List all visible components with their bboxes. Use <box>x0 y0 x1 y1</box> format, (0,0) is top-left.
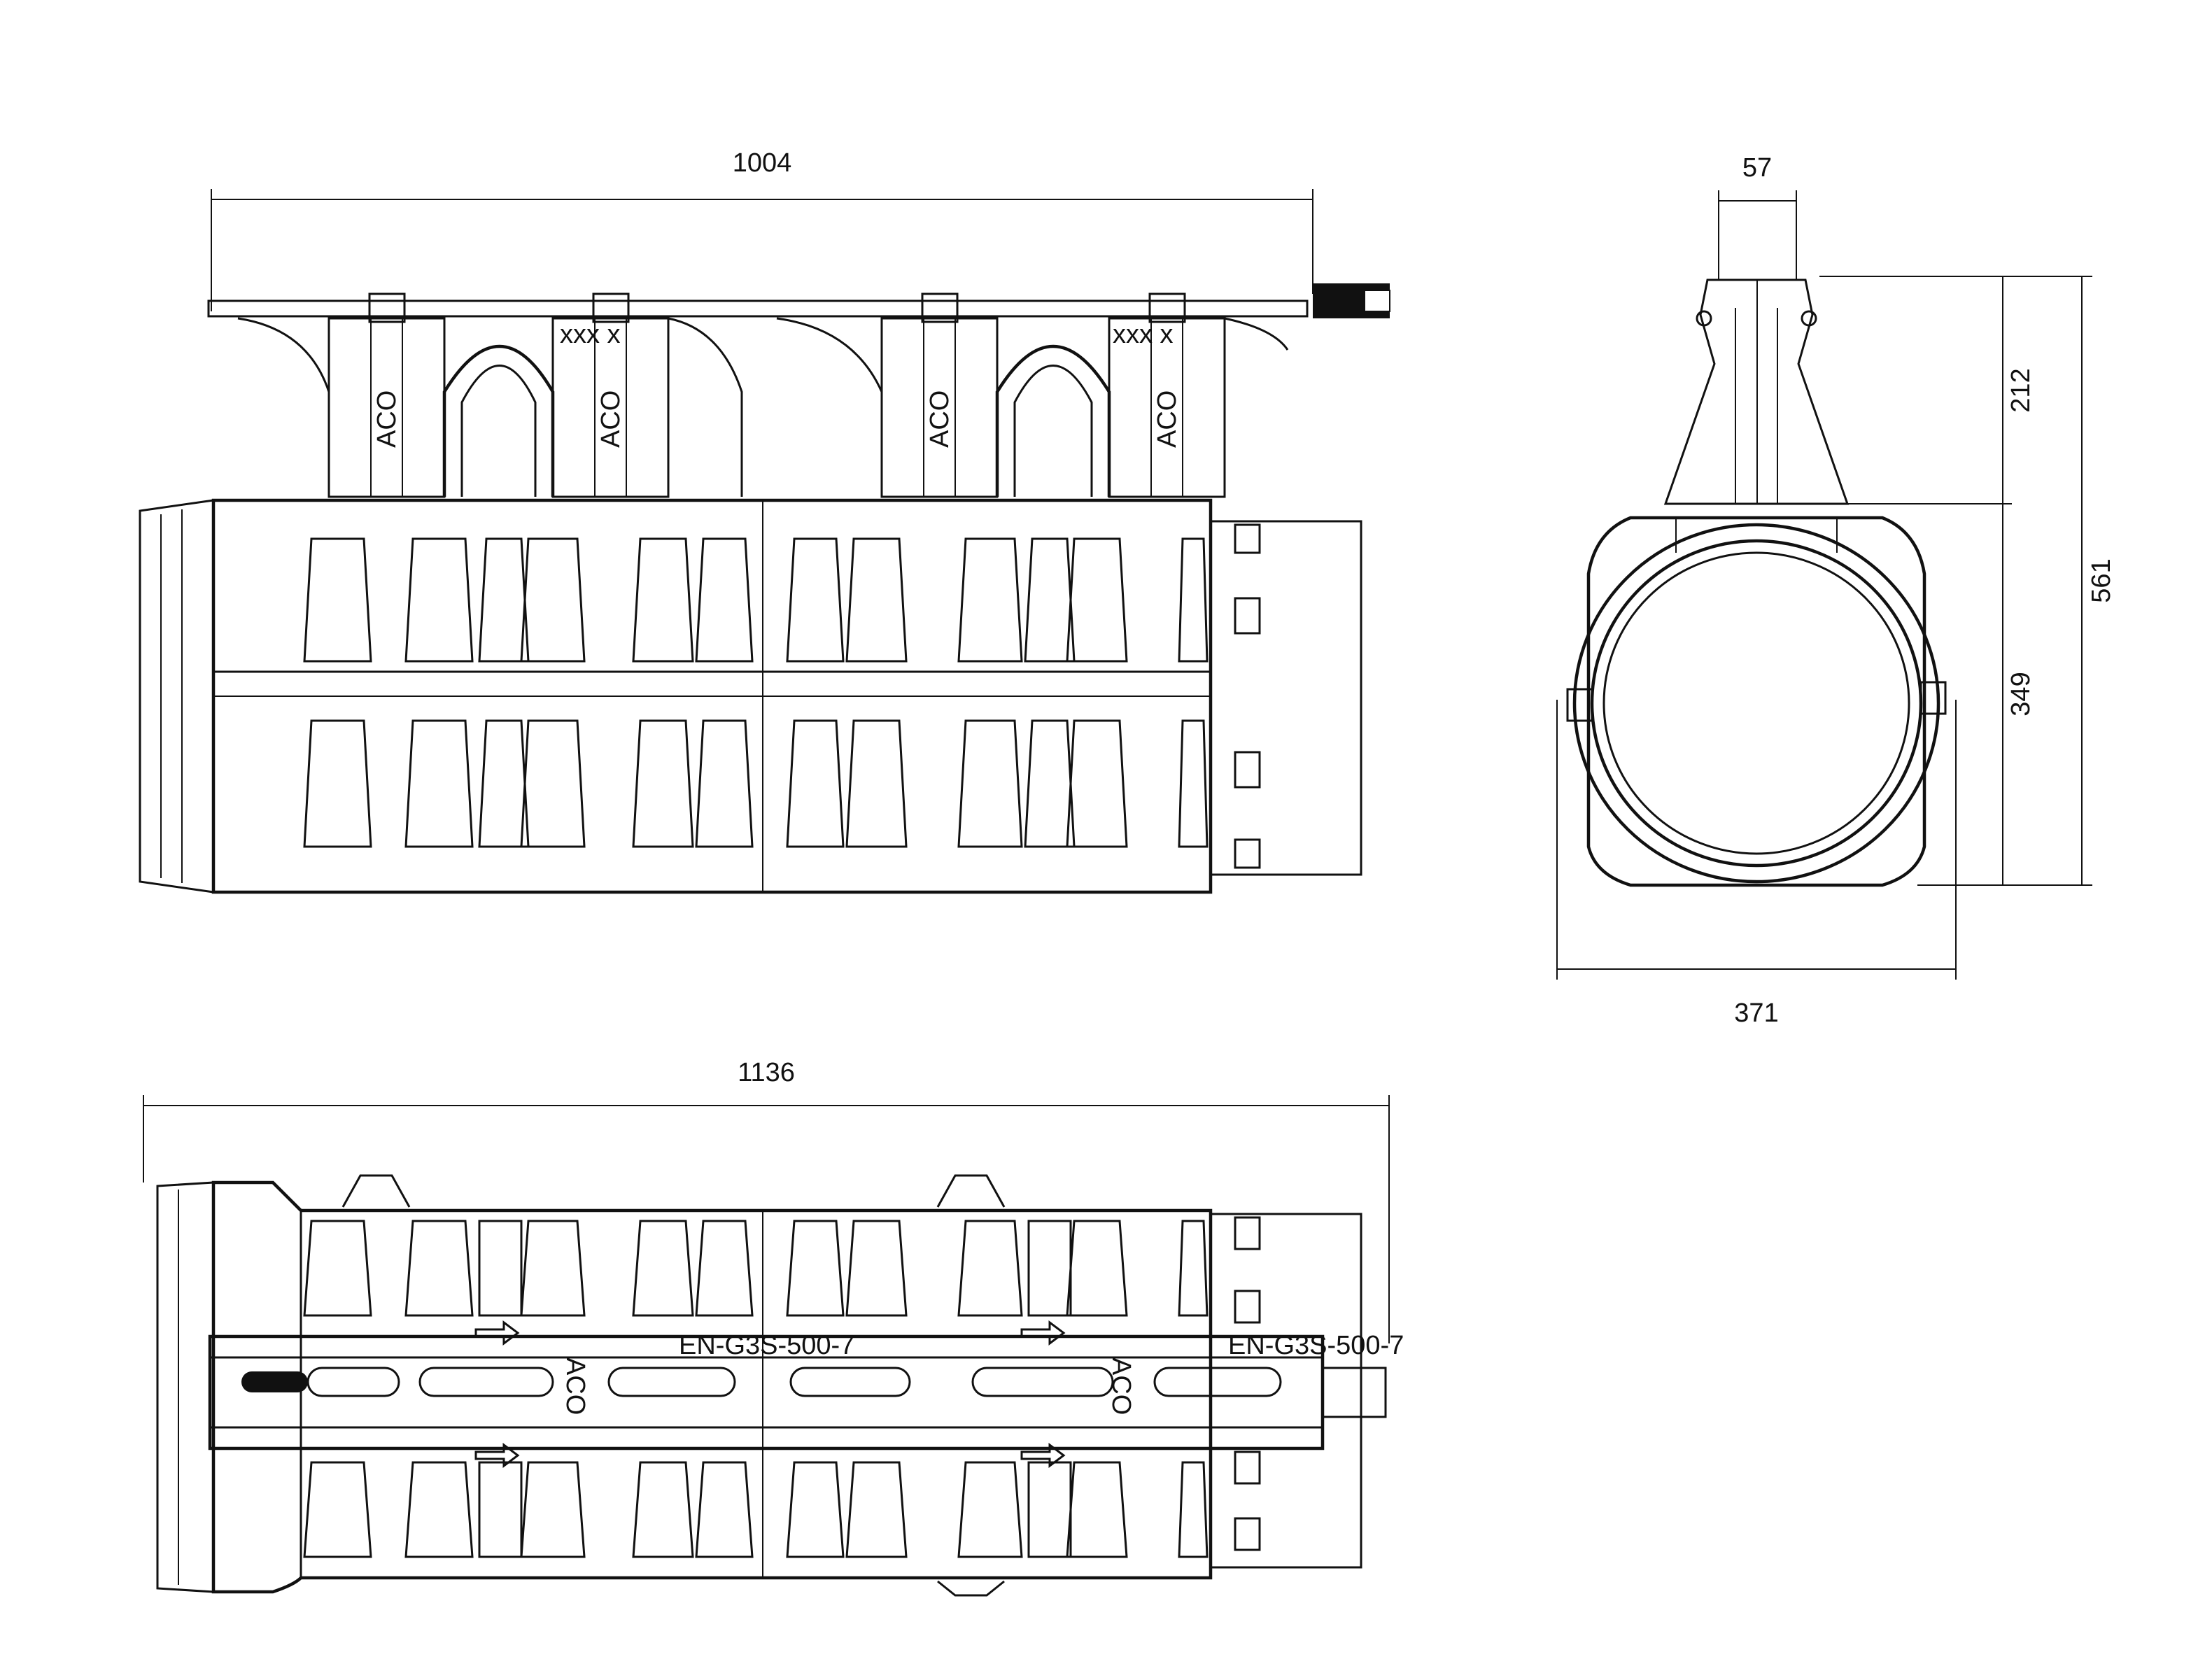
brand-mark: ACO <box>561 1357 590 1415</box>
dim-label-57: 57 <box>1742 153 1772 183</box>
dimension-1136: 1136 <box>143 1058 1390 1343</box>
dimension-57: 57 <box>1718 153 1797 280</box>
side-section <box>1566 278 1947 887</box>
standard-mark: EN-G3S-500-7 <box>679 1331 854 1360</box>
side-view: 57 212 561 349 371 <box>1556 153 2116 1028</box>
lower-pockets <box>303 719 1209 848</box>
dimension-561: 561 <box>1917 276 2116 886</box>
plan-upper-pockets <box>303 1220 1209 1317</box>
dim-label-1136: 1136 <box>738 1058 795 1087</box>
brand-mark: ACO <box>596 390 626 448</box>
code-mark: xxx x <box>560 320 621 349</box>
dim-label-212: 212 <box>2006 368 2036 412</box>
brand-mark: ACO <box>1153 390 1182 448</box>
rail-slot <box>241 1371 308 1392</box>
front-channel-body <box>139 498 1362 894</box>
dimension-212: 212 <box>1819 276 2036 504</box>
front-view: 1004 <box>139 148 1390 894</box>
upper-pockets <box>303 537 1209 663</box>
dim-label-371: 371 <box>1734 998 1778 1028</box>
code-mark: xxx x <box>1113 320 1174 349</box>
front-supports: ACO ACO ACO ACO xxx x xxx x <box>237 292 1289 498</box>
dimension-349: 349 <box>2002 504 2036 885</box>
brand-mark: ACO <box>372 390 402 448</box>
brand-mark: ACO <box>1106 1357 1136 1415</box>
plan-body: EN-G3S-500-7 EN-G3S-500-7 ACO ACO <box>156 1174 1404 1597</box>
brand-mark: ACO <box>925 390 954 448</box>
dim-label-349: 349 <box>2006 672 2036 716</box>
dim-label-1004: 1004 <box>733 148 792 178</box>
dimension-1004: 1004 <box>211 148 1313 311</box>
dim-label-561: 561 <box>2087 558 2116 602</box>
dimension-371: 371 <box>1556 700 1957 1028</box>
plan-view: 1136 EN-G3S-500-7 EN-G3S-500-7 ACO ACO <box>143 1058 1404 1597</box>
plan-lower-pockets <box>303 1461 1209 1558</box>
standard-mark: EN-G3S-500-7 <box>1228 1331 1404 1360</box>
